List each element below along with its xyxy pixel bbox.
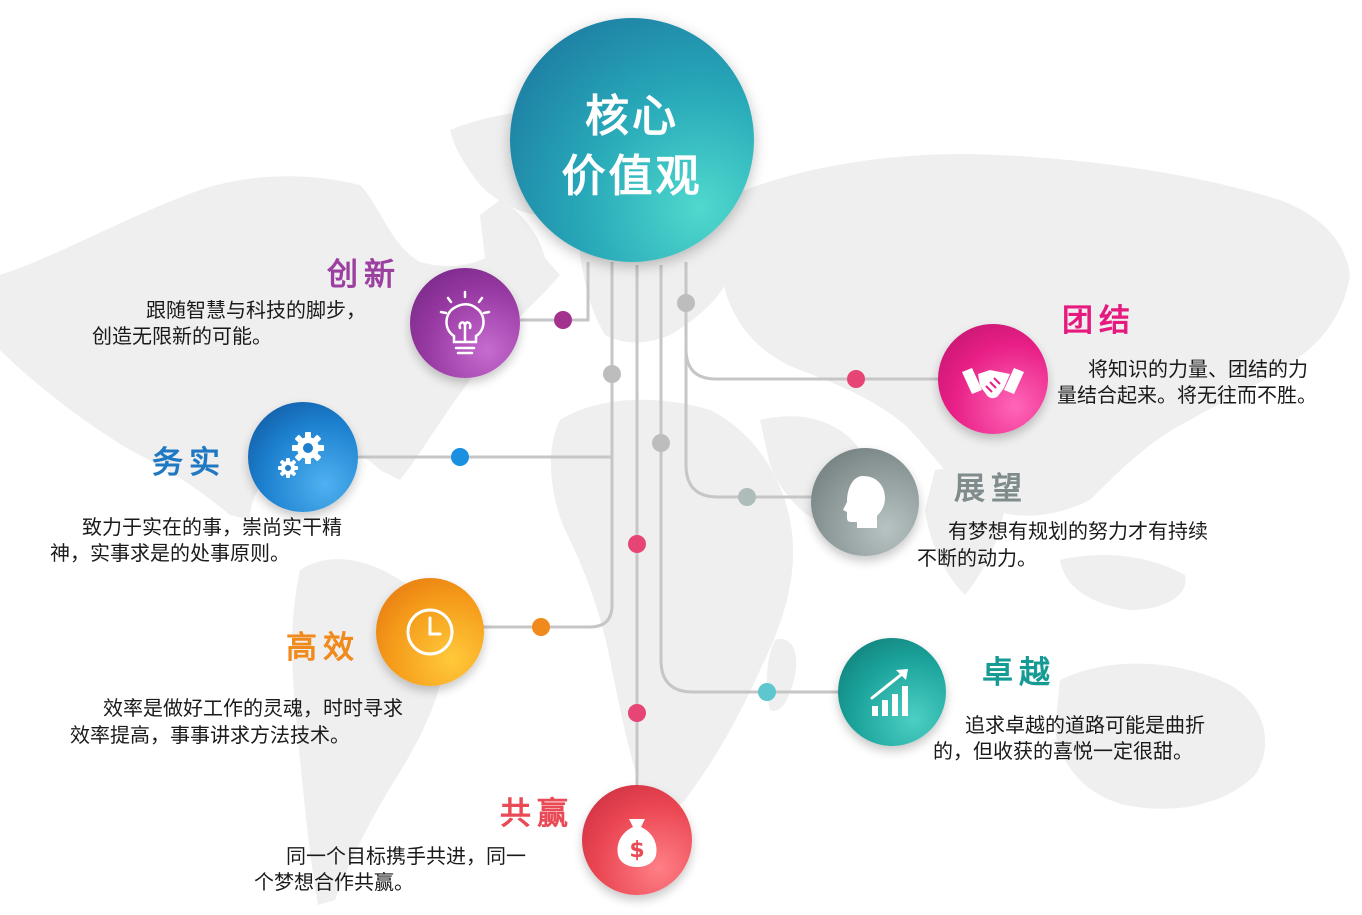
unity-desc-line2: 量结合起来。将无往而不胜。 [1057, 383, 1317, 407]
unity-desc-line1: 将知识的力量、团结的力 [1088, 357, 1308, 381]
excellence-circle [838, 638, 946, 746]
innovation-circle [410, 268, 520, 378]
center-title-line1: 核心 [585, 91, 679, 142]
lightbulb-icon [439, 290, 491, 355]
growth-chart-icon [870, 669, 908, 716]
unity-circle [938, 324, 1048, 434]
excellence-desc-line1: 追求卓越的道路可能是曲折 [965, 713, 1205, 737]
efficiency-circle [376, 578, 484, 686]
unity-title: 团结 [1062, 303, 1136, 339]
center-core-circle: 核心 价值观 [510, 18, 754, 262]
pragmatic-desc-line1: 致力于实在的事，崇尚实干精 [82, 515, 342, 539]
svg-text:$: $ [629, 838, 644, 863]
winwin-title: 共赢 [500, 796, 574, 832]
vision-title: 展望 [954, 471, 1028, 507]
efficiency-title: 高效 [286, 630, 360, 666]
money-bag-icon: $ [617, 819, 657, 867]
handshake-icon [962, 368, 1024, 399]
innovation-desc-line1: 跟随智慧与科技的脚步， [146, 298, 366, 322]
efficiency-desc-line1: 效率是做好工作的灵魂，时时寻求 [103, 696, 403, 720]
winwin-circle: $ [582, 785, 692, 895]
excellence-title: 卓越 [982, 655, 1056, 691]
excellence-desc-line2: 的，但收获的喜悦一定很甜。 [933, 739, 1193, 763]
pragmatic-desc-line2: 神，实事求是的处事原则。 [50, 541, 290, 565]
winwin-desc-line2: 个梦想合作共赢。 [254, 870, 414, 894]
winwin-desc-line1: 同一个目标携手共进，同一 [286, 844, 526, 868]
efficiency-desc-line2: 效率提高，事事讲求方法技术。 [70, 723, 350, 747]
pragmatic-circle [248, 402, 358, 512]
innovation-desc-line2: 创造无限新的可能。 [92, 324, 272, 348]
junction-dots [451, 294, 865, 722]
vision-desc-line2: 不断的动力。 [917, 546, 1037, 570]
vision-circle [811, 448, 919, 556]
pragmatic-title: 务实 [152, 445, 226, 481]
gears-icon [278, 432, 324, 478]
clock-icon [406, 608, 454, 656]
connector-lines [355, 262, 940, 790]
head-silhouette-icon [843, 476, 885, 528]
innovation-title: 创新 [327, 257, 401, 293]
vision-desc-line1: 有梦想有规划的努力才有持续 [948, 519, 1208, 543]
center-title-line2: 价值观 [561, 151, 703, 202]
